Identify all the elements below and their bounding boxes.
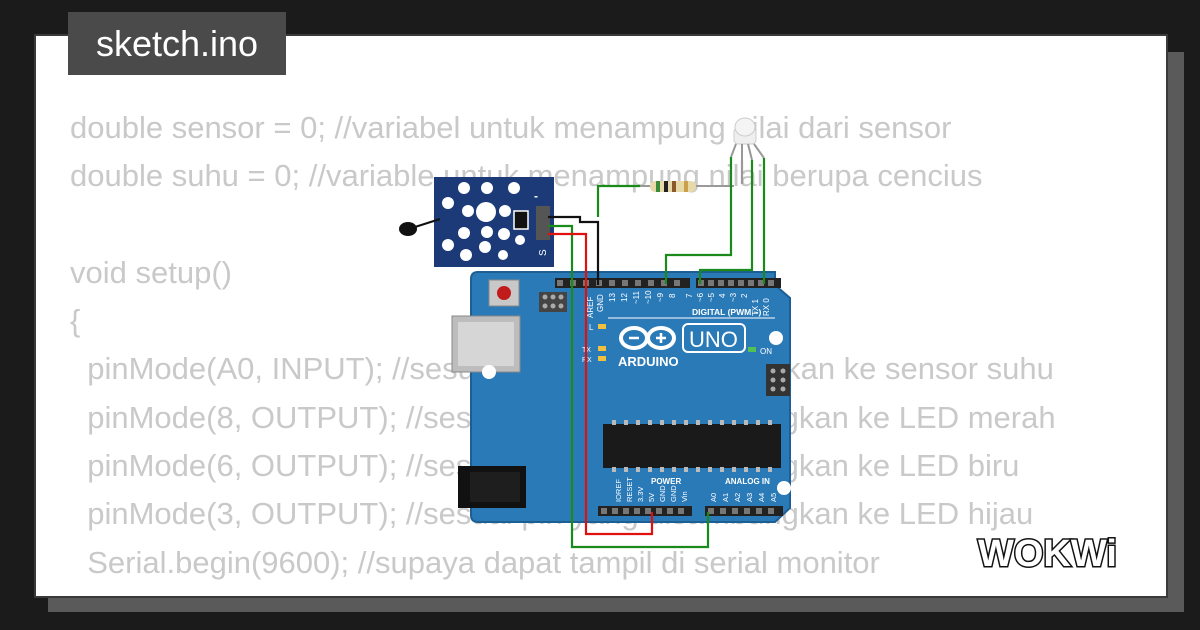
svg-text:7: 7: [685, 293, 694, 298]
svg-text:~10: ~10: [644, 290, 653, 304]
svg-text:~3: ~3: [729, 292, 738, 302]
svg-text:A5: A5: [769, 493, 778, 502]
svg-text:12: 12: [620, 293, 629, 302]
svg-text:GND: GND: [669, 485, 678, 502]
svg-text:A3: A3: [745, 493, 754, 502]
svg-text:~6: ~6: [696, 292, 705, 302]
svg-text:~11: ~11: [632, 290, 641, 304]
file-tab-label: sketch.ino: [95, 22, 259, 64]
code-line: {: [70, 303, 81, 339]
code-line: pinMode(8, OUTPUT); //sesuai pin yang di…: [87, 399, 1056, 435]
digital-label: DIGITAL (PWM ~): [692, 307, 762, 317]
sensor-s-label: S: [538, 249, 549, 256]
power-label: POWER: [651, 477, 681, 486]
atmega-chip: [603, 424, 781, 468]
resistor[interactable]: [640, 181, 734, 192]
reset-button-cap[interactable]: [497, 286, 511, 300]
code-line: }: [70, 587, 1056, 596]
svg-text:13: 13: [608, 293, 617, 302]
arduino-logo: [619, 326, 676, 350]
led-l-label: L: [589, 323, 594, 332]
wires: [548, 157, 766, 549]
svg-text:Vin: Vin: [680, 491, 689, 502]
svg-text:A4: A4: [757, 493, 766, 502]
svg-text:2: 2: [740, 293, 749, 298]
analog-pin-labels: A0 A1 A2 A3 A4 A5: [709, 493, 778, 502]
svg-text:RESET: RESET: [625, 477, 634, 502]
analog-label: ANALOG IN: [725, 477, 770, 486]
temperature-sensor-module[interactable]: - S: [399, 177, 554, 267]
svg-text:WOKWi: WOKWi: [978, 533, 1117, 575]
thermistor-probe: [399, 222, 417, 236]
file-tab[interactable]: sketch.ino: [68, 12, 286, 75]
board-model: UNO: [689, 327, 738, 352]
digital-pin-labels: AREF GND 13 12 ~11 ~10 ~9 8 7 ~6 ~5 4 ~3…: [586, 290, 771, 318]
svg-text:AREF: AREF: [586, 297, 595, 318]
wokwi-logo: WOKWi: [977, 532, 1119, 577]
code-line: Serial.begin(9600); //supaya dapat tampi…: [70, 544, 880, 580]
svg-text:A2: A2: [733, 493, 742, 502]
svg-text:A1: A1: [721, 493, 730, 502]
svg-text:RX 0: RX 0: [762, 298, 771, 316]
svg-text:~5: ~5: [707, 292, 716, 302]
svg-text:IOREF: IOREF: [614, 479, 623, 502]
on-label: ON: [760, 347, 772, 356]
svg-text:GND: GND: [596, 294, 605, 312]
svg-text:TX 1: TX 1: [751, 299, 760, 316]
sensor-minus-label: -: [534, 189, 538, 203]
svg-text:3.3V: 3.3V: [636, 487, 645, 502]
arduino-uno-board[interactable]: AREF GND 13 12 ~11 ~10 ~9 8 7 ~6 ~5 4 ~3…: [451, 271, 791, 523]
power-pin-labels: IOREF RESET 3.3V 5V GND GND Vin: [614, 477, 689, 502]
rgb-led[interactable]: [730, 117, 765, 161]
board-brand: ARDUINO: [618, 354, 679, 369]
svg-text:GND: GND: [658, 485, 667, 502]
svg-text:5V: 5V: [647, 493, 656, 502]
svg-text:A0: A0: [709, 493, 718, 502]
svg-text:4: 4: [718, 293, 727, 298]
code-line: double sensor = 0; //variabel untuk mena…: [70, 110, 952, 145]
svg-text:~9: ~9: [656, 292, 665, 302]
code-line: void setup(): [70, 254, 232, 290]
svg-text:8: 8: [668, 293, 677, 298]
